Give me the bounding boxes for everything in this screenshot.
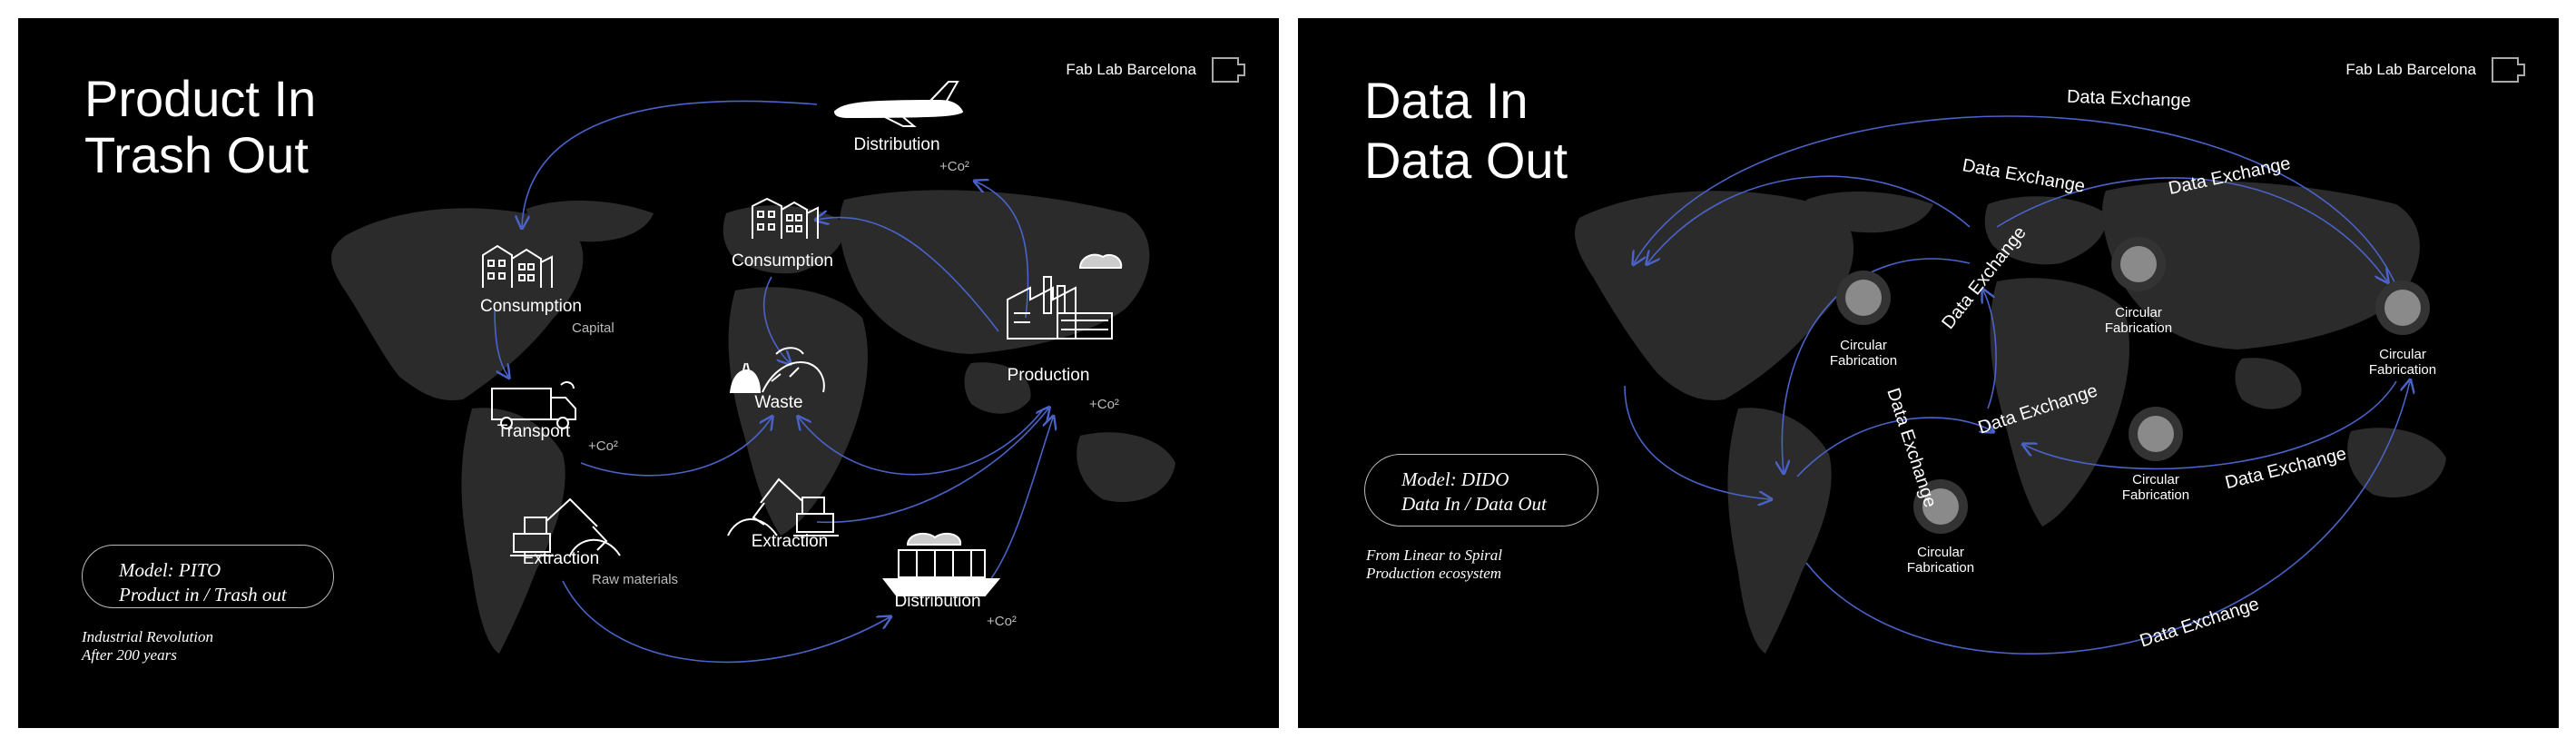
- arrow-exchange: [1983, 290, 1997, 409]
- airplane-icon: [833, 81, 964, 127]
- excavator-icon: [510, 497, 621, 556]
- truck-icon: [491, 381, 576, 429]
- apartment-buildings-icon: [752, 197, 819, 239]
- label-distribution-top: Distribution: [853, 135, 940, 154]
- arrow-transport-to-waste: [580, 418, 772, 477]
- label-extraction-center: Extraction: [751, 532, 829, 551]
- model-box: Model: DIDO Data In / Data Out: [1364, 454, 1598, 527]
- node-label-line: Circular: [2132, 472, 2179, 487]
- caption: From Linear to Spiral Production ecosyst…: [1366, 546, 1502, 583]
- node-label-line: Fabrication: [2121, 487, 2190, 503]
- waste-pile-icon: [729, 347, 825, 393]
- model-line: Model: PITO: [119, 559, 221, 581]
- node-label-line: Circular: [1917, 545, 1964, 560]
- node-label-line: Fabrication: [2104, 320, 2173, 336]
- arrow-extraction-to-distribution: [562, 580, 890, 664]
- circular-fabrication-node-icon: [2129, 407, 2183, 461]
- cargo-ship-icon: [881, 532, 1001, 596]
- node-label: Circular Fabrication: [1830, 338, 1897, 369]
- pito-panel: Product In Trash Out Fab Lab Barcelona: [18, 18, 1279, 728]
- label-consumption-center: Consumption: [732, 251, 833, 271]
- node-label-line: Fabrication: [1906, 560, 1975, 576]
- arrow-distribution-to-production: [988, 418, 1053, 582]
- label-production: Production: [1007, 366, 1090, 385]
- model-box: Model: PITO Product in / Trash out: [82, 545, 334, 608]
- node-label-line: Circular: [2379, 347, 2426, 362]
- title-line: Data Out: [1364, 132, 1568, 189]
- fablab-logo-icon: [1212, 57, 1245, 83]
- exchange-label: Data Exchange: [2066, 86, 2192, 112]
- caption: Industrial Revolution After 200 years: [82, 628, 213, 664]
- world-map: [1575, 181, 2446, 654]
- flow-arrows: [494, 100, 1279, 664]
- arrow-consumption-to-transport: [494, 308, 508, 377]
- arrow-production-to-waste: [799, 408, 1045, 476]
- node-label-line: Circular: [2115, 305, 2162, 320]
- label-co2-top: +Co²: [939, 159, 969, 174]
- excavator-icon: [727, 477, 839, 536]
- dido-panel: Data In Data Out Fab Lab Barcelona: [1298, 18, 2559, 728]
- node-label: Circular Fabrication: [2122, 472, 2189, 503]
- fablab-logo-icon: [2492, 57, 2525, 83]
- label-transport: Transport: [497, 422, 571, 441]
- arrow-exchange: [1796, 417, 1992, 477]
- label-extraction-left: Extraction: [522, 549, 600, 568]
- arrow-exchange: [1805, 381, 2410, 654]
- arrow-exchange: [2024, 380, 2397, 470]
- label-distribution-bottom: Distribution: [894, 592, 981, 611]
- arrow-consumption-to-waste: [762, 276, 790, 363]
- model-line: Model: DIDO: [1401, 468, 1509, 490]
- node-label-line: Fabrication: [1829, 353, 1898, 369]
- label-consumption-left: Consumption: [480, 297, 582, 316]
- caption-line: From Linear to Spiral: [1366, 546, 1503, 564]
- node-label: Circular Fabrication: [1907, 545, 1974, 576]
- label-co2-transport: +Co²: [588, 438, 618, 454]
- arrow-distribution-to-consumption: [522, 100, 818, 227]
- factory-icon: [1007, 253, 1123, 340]
- label-co2-bottom: +Co²: [987, 614, 1017, 629]
- arrow-exchange: [1634, 115, 2397, 287]
- apartment-buildings-icon: [482, 244, 553, 288]
- label-capital: Capital: [572, 320, 615, 336]
- exchange-arrows: [1624, 115, 2559, 654]
- circular-fabrication-node-icon: [1836, 271, 1891, 325]
- brand-name: Fab Lab Barcelona: [1066, 61, 1196, 78]
- title-line: Product In: [84, 70, 317, 127]
- label-waste: Waste: [754, 393, 803, 412]
- brand: Fab Lab Barcelona: [2345, 56, 2527, 84]
- arrow-exchange: [1996, 177, 2387, 281]
- brand-name: Fab Lab Barcelona: [2345, 61, 2476, 78]
- model-line: Data In / Data Out: [1401, 493, 1547, 515]
- title-line: Trash Out: [84, 126, 309, 183]
- circular-fabrication-node-icon: [2375, 280, 2430, 335]
- arrow-production-to-distribution: [976, 182, 1029, 319]
- arrow-extraction-to-production: [816, 408, 1048, 524]
- arrow-production-to-consumption: [817, 218, 999, 332]
- node-label: Circular Fabrication: [2369, 347, 2436, 378]
- caption-line: Production ecosystem: [1366, 565, 1502, 582]
- node-layer: [1836, 237, 2430, 534]
- label-raw-materials: Raw materials: [592, 572, 679, 587]
- brand: Fab Lab Barcelona: [1066, 56, 1247, 84]
- arrow-exchange: [1647, 175, 1971, 263]
- circular-fabrication-node-icon: [2111, 237, 2166, 291]
- title-line: Data In: [1364, 72, 1529, 129]
- arrow-exchange: [1782, 258, 1971, 472]
- label-co2-production: +Co²: [1089, 397, 1119, 412]
- model-line: Product in / Trash out: [119, 584, 287, 605]
- node-label-line: Circular: [1840, 338, 1887, 353]
- node-label-line: Fabrication: [2368, 362, 2437, 378]
- caption-line: Industrial Revolution: [82, 628, 213, 645]
- circular-fabrication-node-icon: [1913, 479, 1968, 534]
- caption-line: After 200 years: [82, 646, 177, 664]
- page-title: Product In Trash Out: [84, 71, 316, 183]
- page-title: Data In Data Out: [1364, 71, 1568, 191]
- node-label: Circular Fabrication: [2105, 305, 2172, 336]
- arrow-exchange: [1624, 385, 1770, 499]
